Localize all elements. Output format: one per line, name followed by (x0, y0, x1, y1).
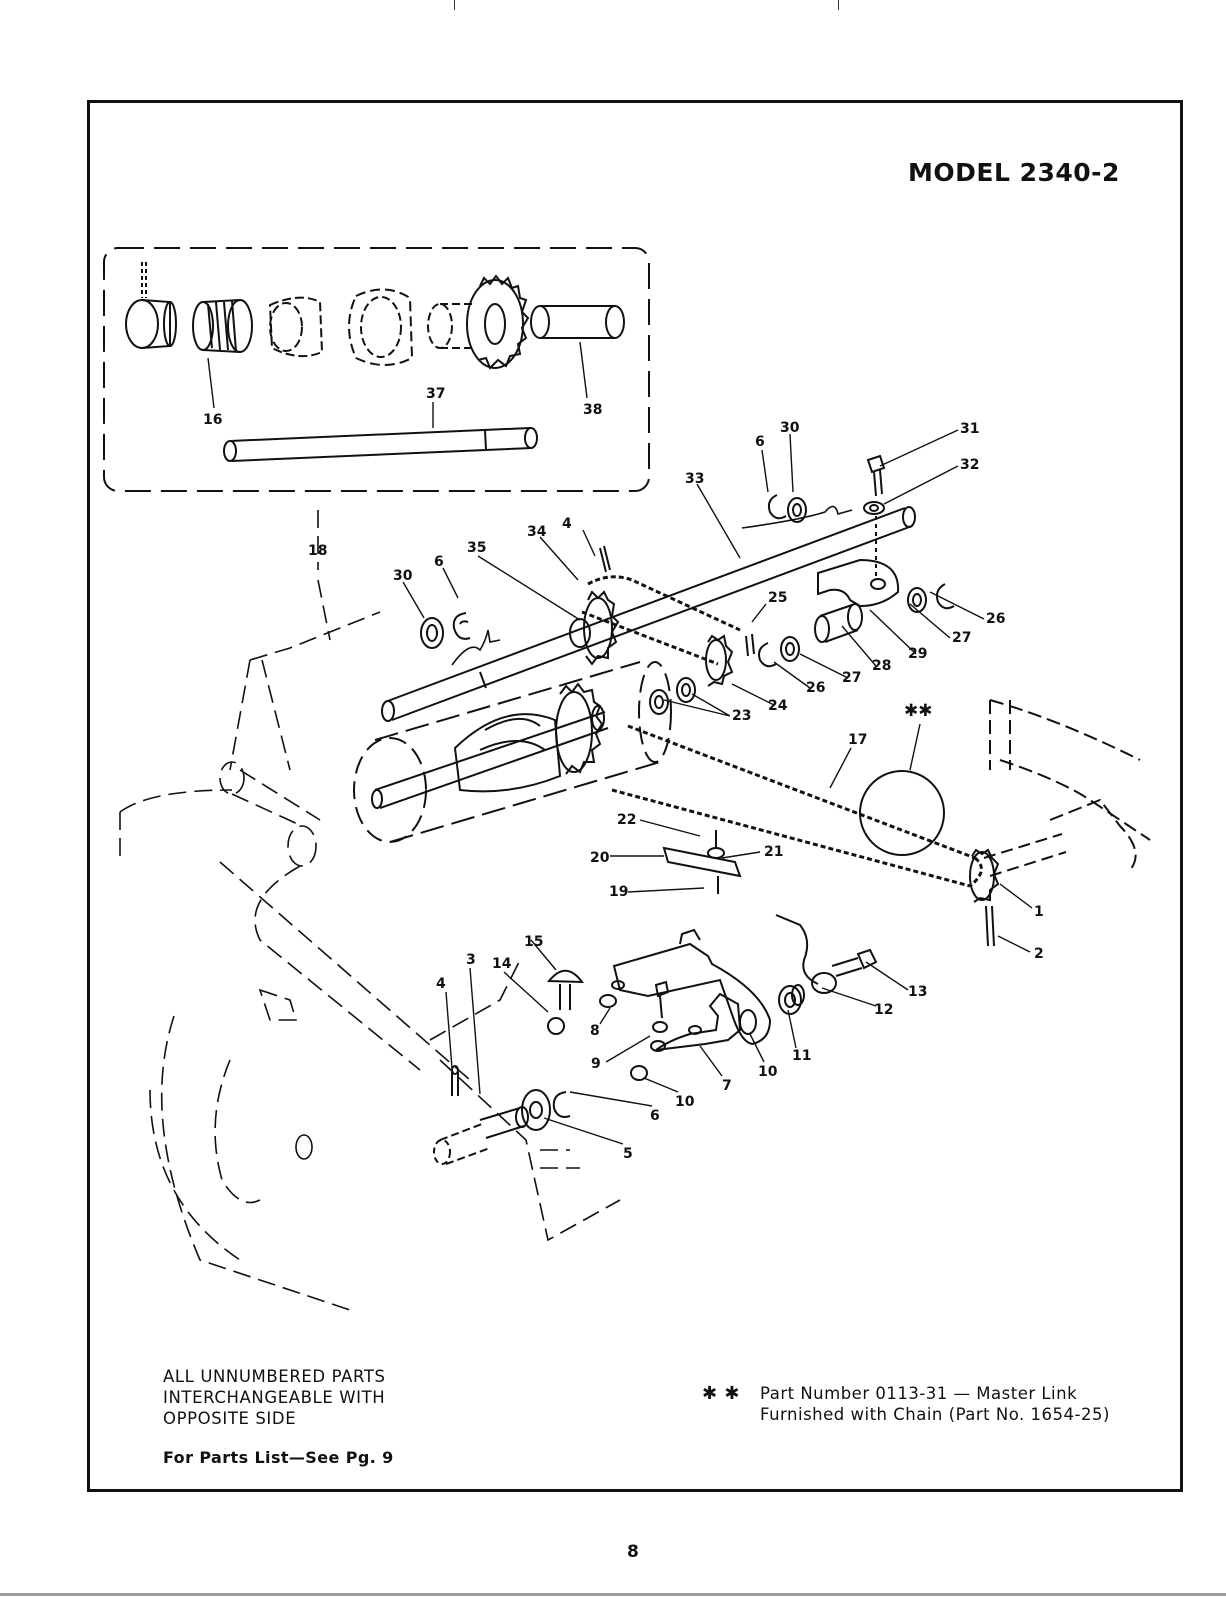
sprocket-1 (969, 833, 1067, 947)
diagram-frame (87, 100, 1183, 1492)
label-26-right: 26 (986, 611, 1005, 627)
note-line-1: ALL UNNUMBERED PARTS (163, 1367, 386, 1386)
label-32: 32 (960, 457, 979, 473)
spring-37 (192, 299, 253, 353)
label-16: 14 (492, 956, 512, 972)
label-20: 22 (617, 812, 636, 828)
label-11: 10 (758, 1064, 778, 1080)
master-link-marker: ✱✱ (904, 701, 933, 721)
knob-15 (546, 969, 585, 1035)
label-34: 34 (527, 524, 547, 540)
washers (420, 494, 955, 715)
leader-lines (207, 341, 1033, 1145)
label-18: 20 (590, 850, 610, 866)
spring-13 (775, 914, 819, 985)
label-13: 12 (874, 1002, 893, 1018)
sprocket-35 (569, 590, 620, 666)
plate-18 (662, 830, 742, 894)
frame-phantom (119, 510, 621, 1311)
label-10-text: 10 (675, 1094, 695, 1110)
label-5: 5 (623, 1146, 633, 1162)
idler-arm-11 (611, 928, 772, 1046)
label-25: 25 (768, 590, 787, 606)
label-38: 38 (583, 402, 602, 418)
frame-hole (295, 1134, 313, 1160)
label-27: 27 (842, 670, 861, 686)
label-37: 16 (203, 412, 222, 428)
label-28: 28 (872, 658, 891, 674)
label-31: 31 (960, 421, 979, 437)
master-link-line-1: Part Number 0113-31 — Master Link (760, 1384, 1078, 1403)
label-6-left: 6 (434, 554, 444, 570)
label-35: 35 (467, 540, 486, 556)
pin-25 (745, 633, 755, 657)
label-8: 8 (590, 1023, 600, 1039)
scan-tick-left (454, 0, 455, 10)
master-link-line-2: Furnished with Chain (Part No. 1654-25) (760, 1405, 1110, 1424)
lower-chain-21 (611, 724, 983, 888)
label-27-right: 27 (952, 630, 971, 646)
master-link-detail (859, 770, 945, 856)
main-shaft-33 (381, 506, 916, 722)
nuts-8-9-10 (599, 980, 670, 1081)
label-12: 11 (792, 1048, 811, 1064)
label-2: 2 (1034, 946, 1044, 962)
label-33: 33 (685, 471, 704, 487)
label-1: 1 (1034, 904, 1044, 920)
label-36: 37 (426, 386, 445, 402)
scan-edge (0, 1593, 1226, 1596)
label-24: 24 (768, 698, 788, 714)
pivot-shaft-3 (433, 1065, 571, 1165)
parts-list-reference: For Parts List—See Pg. 9 (163, 1448, 394, 1467)
note-line-3: OPPOSITE SIDE (163, 1409, 297, 1428)
label-26: 26 (806, 680, 825, 696)
page-number: 8 (627, 1542, 639, 1562)
label-17: 19 (609, 884, 628, 900)
part-number-labels: 16 37 38 31 32 6 30 33 18 34 4 35 30 6 2… (203, 386, 1044, 1162)
note-line-2: INTERCHANGEABLE WITH (163, 1388, 386, 1407)
flow-arrow-top (741, 505, 853, 529)
right-housing (989, 699, 1151, 871)
axle-housing (353, 661, 672, 843)
inset-box (103, 247, 650, 492)
label-30-left: 30 (393, 568, 413, 584)
master-link-note: ✱ ✱ Part Number 0113-31 — Master Link Fu… (702, 1383, 1110, 1425)
inset-parts (125, 262, 625, 462)
label-6-top: 6 (755, 434, 765, 450)
label-14: 13 (908, 984, 927, 1000)
flow-arrow-left (451, 629, 501, 666)
label-4-lower: 4 (436, 976, 446, 992)
label-29: 29 (908, 646, 927, 662)
pin-4-upper (599, 545, 611, 573)
label-19: 21 (764, 844, 783, 860)
bushing-12 (778, 984, 805, 1015)
label-23: 23 (732, 708, 751, 724)
asterisk-icon: ✱ ✱ (702, 1383, 740, 1404)
arm-29 (817, 558, 900, 608)
label-15: 15 (524, 934, 543, 950)
bushing-28 (814, 603, 863, 643)
label-4-top: 4 (562, 516, 572, 532)
scan-tick-right (838, 0, 839, 10)
label-21: 17 (848, 732, 867, 748)
label-30-top: 30 (780, 420, 800, 436)
bushing-38 (530, 305, 625, 339)
shaft-36 (223, 427, 538, 462)
bolt-31 (863, 454, 886, 580)
label-3: 3 (466, 952, 476, 968)
label-22: 18 (308, 543, 327, 559)
label-9: 9 (591, 1056, 601, 1072)
bolt-14 (831, 948, 878, 977)
model-title: MODEL 2340-2 (908, 158, 1120, 187)
upper-chain (581, 575, 741, 666)
label-7: 7 (722, 1078, 732, 1094)
label-6-lower: 6 (650, 1108, 660, 1124)
interchangeable-note: ALL UNNUMBERED PARTS INTERCHANGEABLE WIT… (163, 1366, 386, 1429)
